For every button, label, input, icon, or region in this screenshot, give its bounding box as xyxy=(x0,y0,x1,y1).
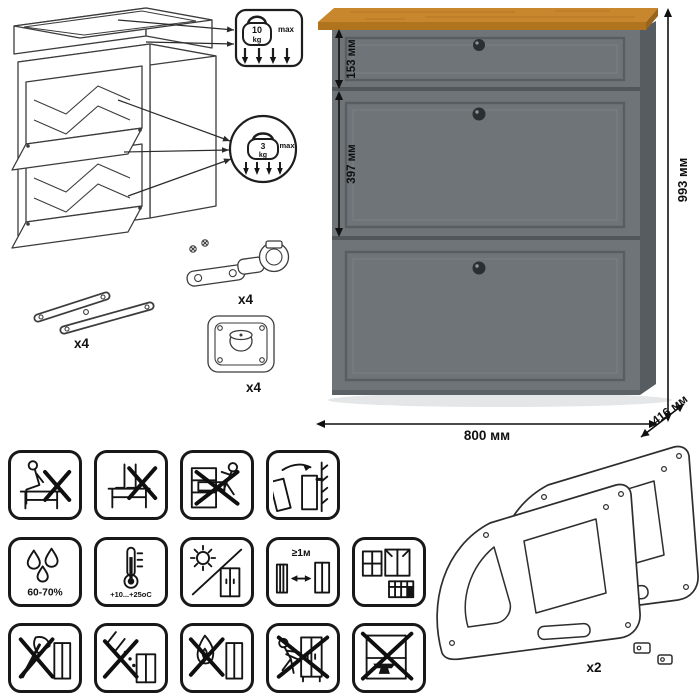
drawer-weight-value: 10 xyxy=(252,25,262,35)
drawer-knob xyxy=(473,39,485,51)
side-panels-drawing: x2 xyxy=(436,445,699,675)
hinge-icon xyxy=(186,239,290,287)
flap1-panel-frame xyxy=(344,101,626,229)
flap2-panel-frame xyxy=(344,250,626,382)
no-open-flame-icon xyxy=(180,623,254,693)
dim-total-height: 993 мм xyxy=(664,8,690,422)
flap2-knob xyxy=(472,261,486,275)
plinth-line xyxy=(332,390,640,395)
cam-lock-icon xyxy=(207,315,275,373)
cabinet-shadow xyxy=(328,393,672,407)
svg-text:800 мм: 800 мм xyxy=(464,428,510,443)
drawer-weight-max-label: max xyxy=(278,25,295,34)
cabinet-render: 153 мм 397 мм 993 мм 800 мм 416 мм xyxy=(316,8,690,443)
flap1-panel-inner xyxy=(352,109,618,221)
dim-drawer-height: 153 мм xyxy=(335,29,358,89)
kettlebell-icon xyxy=(247,132,279,160)
flap1-knob xyxy=(472,107,486,121)
no-moving-when-loaded-icon xyxy=(266,623,340,693)
flap-weight-value: 3 xyxy=(261,141,266,151)
cabinet-side-panel xyxy=(640,21,656,395)
drawer-panel-frame xyxy=(344,36,626,82)
down-arrows-icon xyxy=(243,162,283,175)
flap-weight-callout: 3 kg max xyxy=(228,114,298,184)
callout-leader-lines xyxy=(117,19,235,197)
gap-line-2 xyxy=(332,236,640,240)
svg-text:397 мм: 397 мм xyxy=(346,144,358,183)
side-panel-front xyxy=(436,483,641,661)
secure-to-wall-icon xyxy=(266,450,340,520)
svg-text:153 мм: 153 мм xyxy=(346,39,358,78)
ventilate-room-icon xyxy=(352,537,426,607)
wireframe-cabinet-drawing xyxy=(11,7,217,249)
hinge-count-label: x4 xyxy=(238,292,254,307)
no-standing-icon xyxy=(94,450,168,520)
no-sitting-icon xyxy=(8,450,82,520)
drawer-weight-callout: 10 kg max xyxy=(234,8,304,68)
min-distance-from-heat-icon: ≥1м xyxy=(266,537,340,607)
lid-stay-icon xyxy=(33,291,155,335)
humidity-label: 60-70% xyxy=(27,587,62,598)
no-climbing-drawers-icon xyxy=(180,450,254,520)
down-arrows-icon xyxy=(241,48,291,64)
drawer-weight-unit: kg xyxy=(253,35,262,44)
heat-distance-label: ≥1м xyxy=(292,548,311,559)
panels-count-label: x2 xyxy=(586,660,601,675)
temperature-label: +10...+25оС xyxy=(110,590,152,599)
svg-text:993 мм: 993 мм xyxy=(675,158,690,203)
wireframe-and-hardware-panel: 10 kg max 3 kg max xyxy=(11,7,304,395)
cabinet-wood-top xyxy=(318,8,658,30)
flap2-panel-inner xyxy=(352,258,618,374)
no-sharp-tools-icon xyxy=(8,623,82,693)
gap-line-1 xyxy=(332,87,640,91)
dim-width: 800 мм xyxy=(316,420,658,443)
flap-weight-max-label: max xyxy=(279,141,295,150)
cabinet-front xyxy=(332,30,640,395)
kettlebell-icon xyxy=(242,15,272,46)
dim-flap-height: 397 мм xyxy=(335,91,358,237)
stay-count-label: x4 xyxy=(74,336,90,351)
cam-count-label: x4 xyxy=(246,380,262,395)
no-heavy-objects-icon xyxy=(352,623,426,693)
avoid-direct-sunlight-icon xyxy=(180,537,254,607)
temperature-range-icon: +10...+25оС xyxy=(94,537,168,607)
flap-weight-unit: kg xyxy=(259,152,267,159)
no-spilling-liquids-icon xyxy=(94,623,168,693)
humidity-range-icon: 60-70% xyxy=(8,537,82,607)
panel-fittings-icon xyxy=(633,642,673,665)
